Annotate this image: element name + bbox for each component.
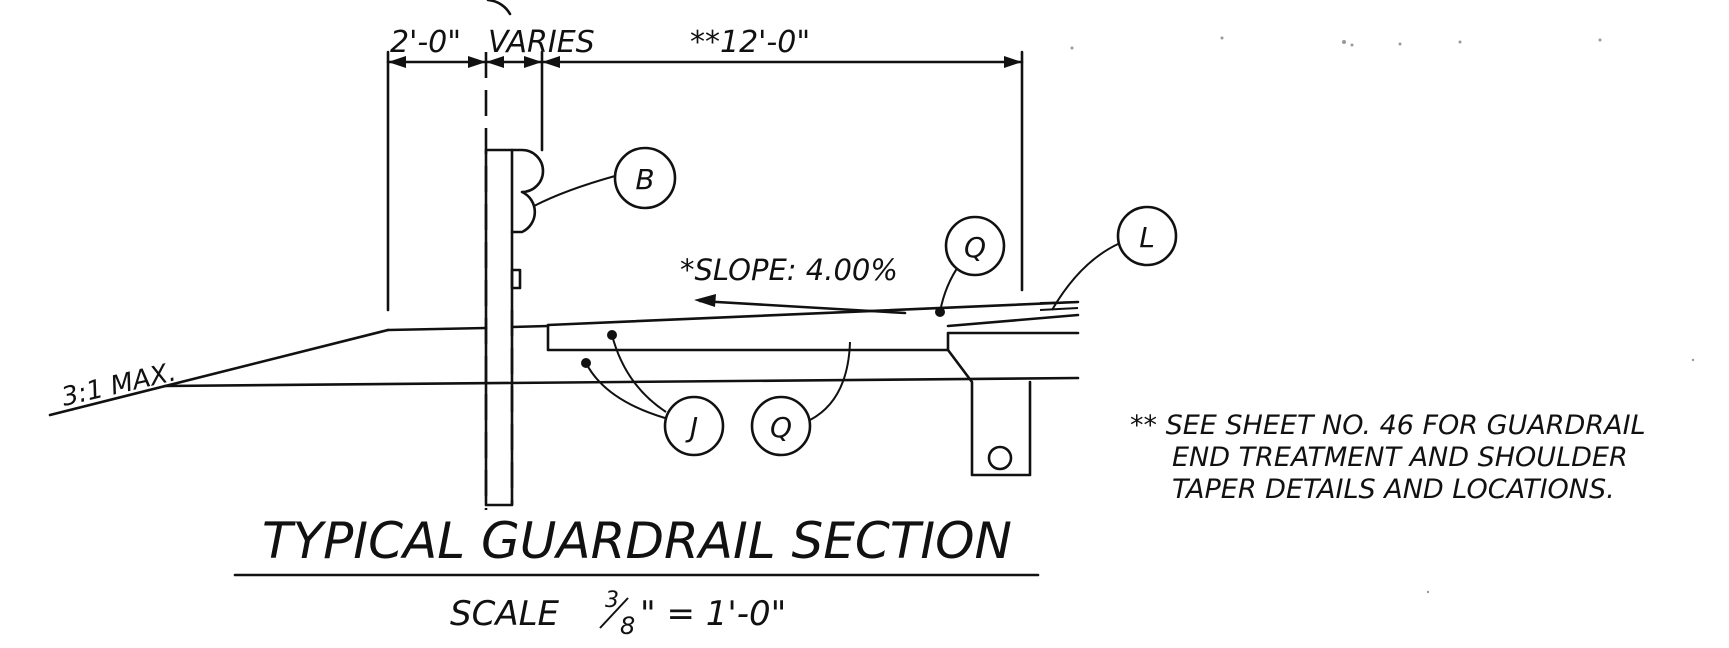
callout-bubble-l: L [1116, 205, 1178, 267]
callout-bubble-j: J [663, 395, 725, 457]
top-callout-arc [486, 0, 512, 16]
scale-suffix: " = 1'-0" [640, 594, 786, 634]
side-slope-label: 3:1 MAX. [59, 357, 179, 412]
scale-numerator: 3 [605, 588, 619, 613]
note-line-1: ** SEE SHEET NO. 46 FOR GUARDRAIL [1130, 410, 1646, 441]
scale-prefix: SCALE [450, 594, 560, 634]
dimension-left: 2'-0" [390, 25, 461, 60]
callout-b-label: B [635, 163, 654, 196]
callout-l-label: L [1139, 221, 1155, 254]
scale-label: SCALE 3 8 " = 1'-0" [450, 588, 786, 640]
dimension-right: **12'-0" [690, 25, 810, 60]
callout-q-upper-label: Q [964, 231, 986, 264]
scale-denominator: 8 [620, 612, 635, 640]
note-line-2: END TREATMENT AND SHOULDER [1172, 442, 1628, 473]
slope-arrow [694, 294, 907, 315]
callout-bubble-q-lower: Q [750, 395, 812, 457]
callout-bubble-q-upper: Q [944, 215, 1006, 277]
callout-bubble-b: B [613, 146, 677, 210]
scan-specks [1070, 36, 1695, 594]
drawing-title: TYPICAL GUARDRAIL SECTION [262, 512, 1012, 570]
dimension-varies: VARIES [488, 25, 595, 60]
slope-label: *SLOPE: 4.00% [680, 253, 898, 287]
note-line-3: TAPER DETAILS AND LOCATIONS. [1172, 474, 1615, 505]
callout-q-lower-label: Q [770, 411, 792, 444]
ground-profile [48, 300, 1080, 477]
